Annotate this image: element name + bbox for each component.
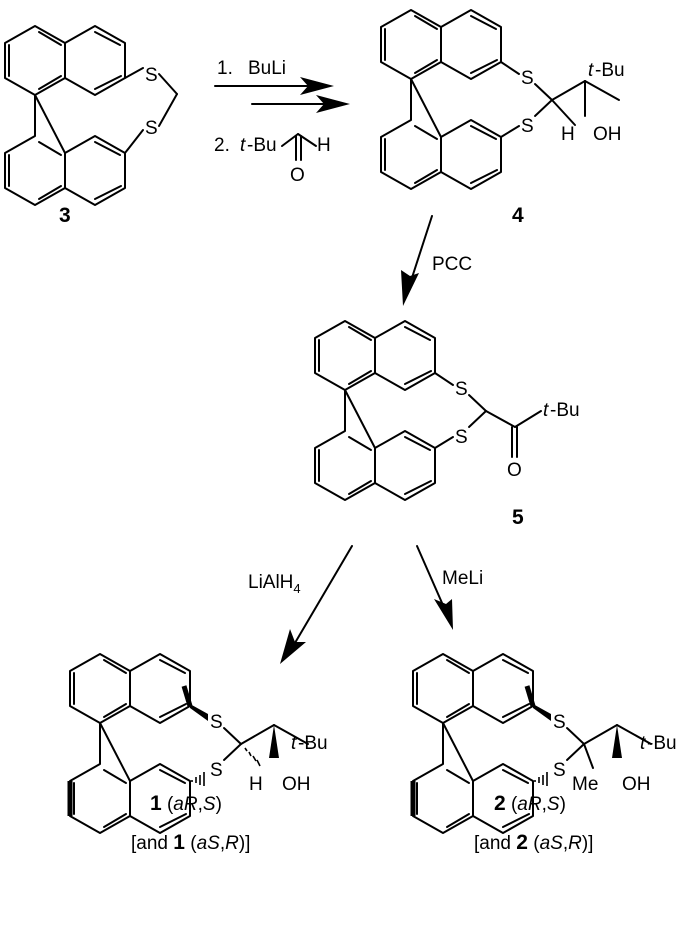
compound-label-3: 3	[59, 204, 71, 227]
sulfur-atom: S	[145, 118, 158, 139]
reaction-arrow-pcc	[401, 215, 433, 306]
reagent-buli: BuLi	[248, 58, 286, 79]
compound-5-structure: t -Bu O	[314, 320, 580, 501]
reagent-step2-number: 2.	[214, 135, 230, 156]
compound-2-structure: t -Bu Me OH	[413, 654, 677, 833]
compound-2-caption: 2 (aR,S)	[494, 792, 566, 815]
compound-label-5: 5	[512, 506, 524, 529]
compound-1-caption: 1 (aR,S)	[150, 792, 222, 815]
compound-3-structure: S S	[4, 25, 178, 206]
hydrogen-atom: H	[249, 774, 263, 795]
reagent-pcc: PCC	[432, 254, 472, 275]
reagent-step1-number: 1.	[217, 58, 233, 79]
compound-1-structure: t -Bu H OH	[70, 654, 328, 833]
hydroxyl-group: OH	[593, 124, 622, 145]
compound-1-enantiomer-caption: [and 1 (aS,R)]	[131, 831, 250, 854]
reagent-meli: MeLi	[442, 568, 483, 589]
sulfur-atom: S	[145, 65, 158, 86]
tbu-label: -Bu	[550, 400, 580, 421]
reagent-tbu: -Bu	[247, 135, 277, 156]
reaction-arrow-step1	[214, 77, 350, 113]
carbonyl-oxygen: O	[507, 460, 522, 481]
hydroxyl-group: OH	[282, 774, 311, 795]
reagent-tbu-t: t	[240, 135, 246, 156]
tbu-label: -Bu	[595, 60, 625, 81]
tbu-label: -Bu	[647, 733, 677, 754]
reaction-arrow-meli	[416, 545, 453, 630]
hydroxyl-group: OH	[622, 774, 651, 795]
tbu-t-label: t	[543, 400, 549, 421]
hydrogen-atom: H	[561, 124, 575, 145]
compound-4-structure: t -Bu H OH	[380, 9, 625, 190]
compound-label-4: 4	[512, 204, 524, 227]
tbu-t-label: t	[640, 733, 646, 754]
tbu-t-label: t	[291, 733, 297, 754]
reaction-arrow-lialh4	[280, 545, 353, 664]
tbu-label: -Bu	[298, 733, 328, 754]
tbu-t-label: t	[588, 60, 594, 81]
methyl-group: Me	[572, 774, 598, 795]
reagent-lialh4: LiAlH4	[248, 572, 301, 596]
compound-2-enantiomer-caption: [and 2 (aS,R)]	[474, 831, 593, 854]
reagent-aldehyde-o: O	[290, 165, 305, 186]
reagent-aldehyde-h: H	[317, 135, 331, 156]
